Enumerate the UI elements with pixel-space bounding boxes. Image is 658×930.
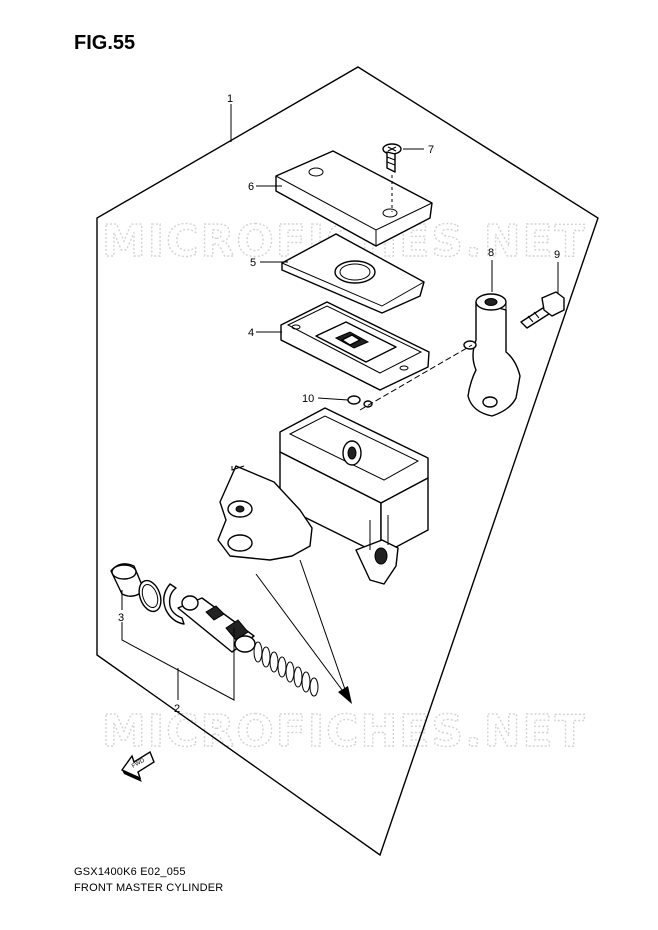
callout-2: 2 [174,703,180,715]
callout-8: 8 [488,247,494,259]
small-screw [347,395,373,408]
assembly-boundary [96,66,599,857]
callout-6: 6 [248,181,254,193]
mirror-holder [463,293,521,417]
callout-10: 10 [302,393,314,405]
callout-1: 1 [227,93,233,105]
diaphragm [280,301,430,391]
cap-screw [382,143,402,212]
callout-7: 7 [428,144,434,156]
assembly-guides [231,344,473,704]
callout-5: 5 [250,257,256,269]
return-spring [253,641,319,697]
diaphragm-plate [281,233,425,314]
callout-4: 4 [248,327,254,339]
watermark-bottom: MICROFICHES.NET [102,706,587,757]
diagram-name: FRONT MASTER CYLINDER [74,882,224,894]
piston-kit [110,563,319,697]
callout-9: 9 [554,249,560,261]
leader-10 [317,397,349,401]
model-code: GSX1400K6 E02_055 [74,866,186,878]
master-cylinder-body [217,407,429,585]
reservoir-cap [275,150,433,247]
callout-3: 3 [118,612,124,624]
figure-title: FIG.55 [74,32,136,54]
mounting-bolt [520,291,565,329]
